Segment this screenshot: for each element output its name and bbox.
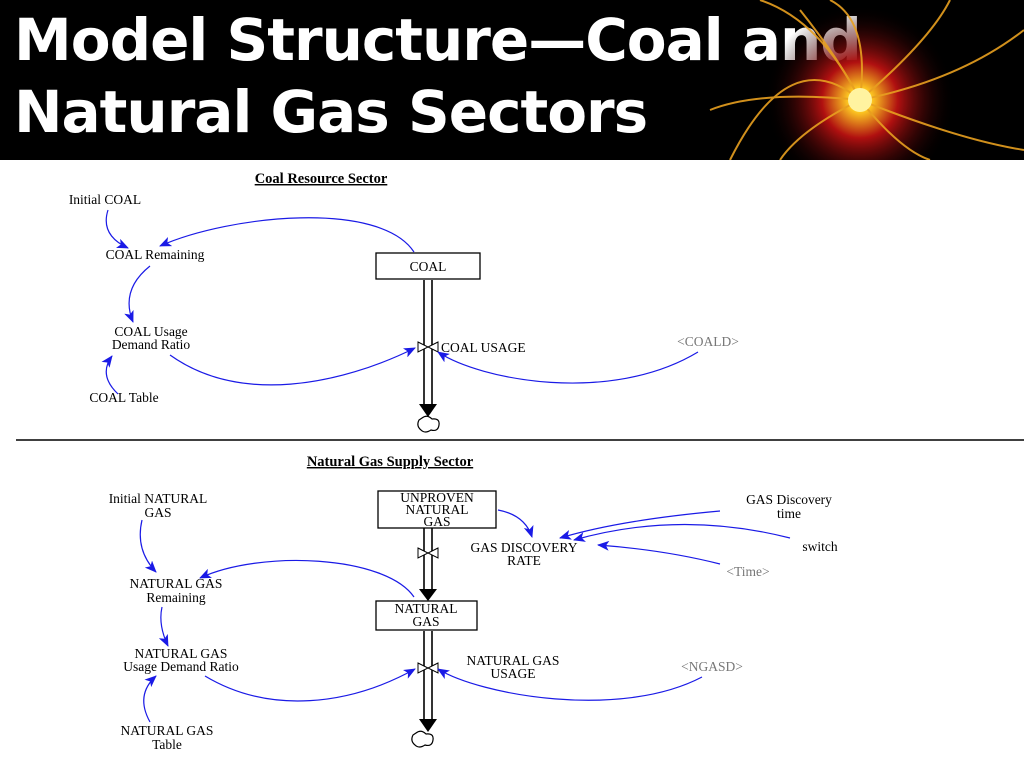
link-switch-to-rate bbox=[573, 523, 791, 542]
gas-discovery-time-label-1: GAS Discovery bbox=[746, 492, 832, 507]
gas-usage-label-2: USAGE bbox=[490, 666, 535, 681]
gas-usage-ratio-label-1: NATURAL GAS bbox=[135, 646, 228, 661]
link-initial-coal-to-remaining bbox=[105, 209, 129, 249]
coal-sink-cloud bbox=[417, 415, 440, 433]
coal-usage-valve bbox=[417, 341, 439, 353]
gas-remaining-label-1: NATURAL GAS bbox=[130, 576, 223, 591]
coal-stock-label: COAL bbox=[410, 259, 447, 274]
link-time-to-rate bbox=[597, 540, 721, 565]
time-label: <Time> bbox=[726, 564, 769, 579]
link-ngasd-to-usage bbox=[437, 668, 703, 701]
coal-usage-label: COAL USAGE bbox=[441, 340, 526, 355]
gas-table-label-2: Table bbox=[152, 737, 182, 752]
gas-discovery-pipe bbox=[419, 528, 437, 601]
link-coald-to-usage bbox=[437, 351, 699, 384]
initial-coal-label: Initial COAL bbox=[69, 192, 141, 207]
gas-usage-valve bbox=[417, 662, 439, 674]
link-ratio-to-usage bbox=[169, 347, 416, 386]
unproven-label-1: UNPROVEN bbox=[400, 490, 474, 505]
gas-discovery-valve bbox=[417, 547, 439, 559]
ngasd-label: <NGASD> bbox=[681, 659, 743, 674]
coal-stock-box bbox=[375, 252, 481, 280]
gas-stock-label-1: NATURAL bbox=[395, 601, 458, 616]
switch-label: switch bbox=[802, 539, 837, 554]
gas-table-label-1: NATURAL GAS bbox=[121, 723, 214, 738]
unproven-gas-box bbox=[377, 490, 497, 529]
initial-gas-label-1: Initial NATURAL bbox=[109, 491, 208, 506]
title-line-1: Model Structure—Coal and bbox=[14, 6, 862, 74]
gas-discovery-rate-label-2: RATE bbox=[507, 553, 541, 568]
gas-usage-label-1: NATURAL GAS bbox=[467, 653, 560, 668]
gas-remaining-label-2: Remaining bbox=[146, 590, 205, 605]
coal-table-label: COAL Table bbox=[89, 390, 158, 405]
link-coal-to-remaining bbox=[159, 217, 415, 253]
model-diagram: Coal Resource Sector Initial COAL COAL R… bbox=[16, 171, 1024, 752]
coal-usage-ratio-label-1: COAL Usage bbox=[114, 324, 187, 339]
link-remaining-to-ratio bbox=[124, 265, 151, 323]
link-table-to-ratio bbox=[101, 355, 119, 395]
sunburst-decoration bbox=[709, 0, 1024, 160]
title-line-2: Natural Gas Sectors bbox=[14, 78, 648, 146]
coal-remaining-label: COAL Remaining bbox=[106, 247, 205, 262]
slide-title: Model Structure—Coal and Natural Gas Sec… bbox=[14, 4, 862, 148]
slide-header: Model Structure—Coal and Natural Gas Sec… bbox=[0, 0, 1024, 160]
gas-discovery-time-label-2: time bbox=[777, 506, 801, 521]
link-remaining-to-ratio bbox=[158, 606, 169, 647]
link-initial-gas-to-remaining bbox=[139, 519, 157, 573]
gas-usage-pipe bbox=[419, 631, 437, 732]
gas-sector-heading: Natural Gas Supply Sector bbox=[307, 454, 474, 470]
coal-usage-ratio-label-2: Demand Ratio bbox=[112, 337, 191, 352]
gas-stock-label-2: GAS bbox=[412, 614, 439, 629]
link-ratio-to-usage bbox=[204, 668, 416, 702]
gas-discovery-rate-label-1: GAS DISCOVERY bbox=[471, 540, 578, 555]
gas-usage-ratio-label-2: Usage Demand Ratio bbox=[123, 659, 239, 674]
gas-sink-cloud bbox=[411, 730, 434, 748]
link-gas-to-remaining bbox=[199, 559, 415, 598]
unproven-label-3: GAS bbox=[423, 514, 450, 529]
link-table-to-ratio bbox=[143, 675, 157, 723]
unproven-label-2: NATURAL bbox=[406, 502, 469, 517]
link-unproven-to-discovery bbox=[497, 509, 534, 538]
natural-gas-stock-box bbox=[375, 600, 478, 631]
coal-outflow-pipe bbox=[419, 280, 437, 417]
coal-sector-heading: Coal Resource Sector bbox=[255, 171, 388, 187]
initial-gas-label-2: GAS bbox=[144, 505, 171, 520]
coald-label: <COALD> bbox=[677, 334, 739, 349]
